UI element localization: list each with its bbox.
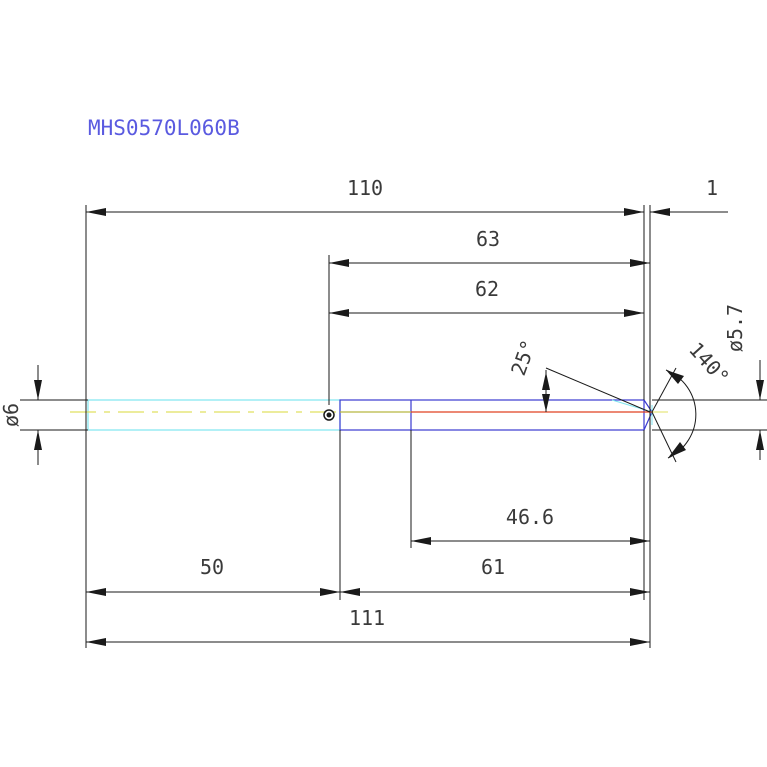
dim-1: 1 — [650, 176, 728, 216]
dim-63: 63 — [329, 227, 650, 267]
dim-110-label: 110 — [347, 176, 383, 200]
dim-1-label: 1 — [706, 176, 718, 200]
hole-marker-dot — [326, 412, 332, 418]
dim-50-label: 50 — [200, 555, 224, 579]
dim-angle-25-label: 25° — [506, 337, 541, 379]
dim-111: 111 — [86, 606, 650, 646]
tip-outline — [643, 399, 653, 431]
part-number-title: MHS0570L060B — [88, 116, 240, 140]
dim-62: 62 — [329, 277, 644, 317]
dim-61: 61 — [340, 555, 650, 596]
extension-lines — [20, 205, 767, 648]
dim-50: 50 — [86, 555, 340, 596]
dim-dia-5-7-label: ø5.7 — [723, 304, 747, 352]
dim-dia-5-7: ø5.7 — [723, 304, 764, 460]
dim-dia-6-label: ø6 — [0, 403, 23, 427]
dim-61-label: 61 — [481, 555, 505, 579]
dim-63-label: 63 — [476, 227, 500, 251]
dim-46-6-label: 46.6 — [506, 505, 554, 529]
dim-110: 110 — [86, 176, 644, 216]
part-geometry — [70, 399, 668, 431]
dim-46-6: 46.6 — [411, 505, 650, 545]
dim-62-label: 62 — [475, 277, 499, 301]
shank-outline — [87, 399, 341, 431]
dim-angle-25: 25° — [506, 337, 651, 413]
dim-111-label: 111 — [349, 606, 385, 630]
body-outline — [339, 399, 645, 431]
dim-dia-6: ø6 — [0, 365, 42, 465]
